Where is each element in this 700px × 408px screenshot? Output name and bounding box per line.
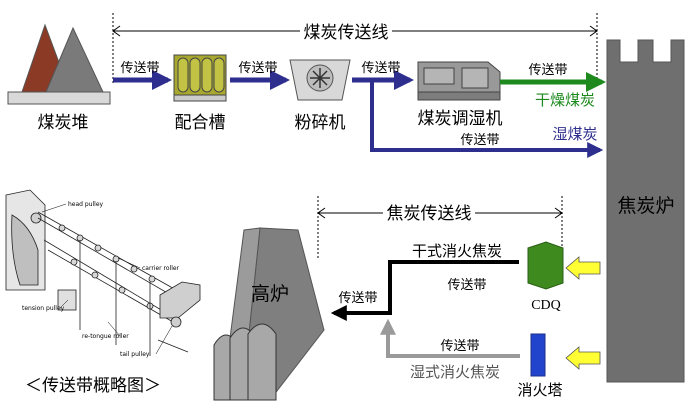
oven-feed-arrow-tower (565, 346, 601, 370)
coke-oven-label: 焦炭炉 (617, 195, 674, 217)
blast-furnace-icon (213, 227, 325, 401)
schematic-label-carrier-roller: carrier roller (142, 265, 180, 272)
schematic-label-tail-pulley: tail pulley (120, 351, 150, 358)
crusher-icon (289, 59, 351, 101)
oven-feed-arrow-cdq (565, 256, 601, 280)
dry-quench-label: 干式消火焦炭 (412, 242, 502, 260)
conveyor-label-2: 传送带 (238, 61, 277, 76)
conveyor-label-wet: 传送带 (460, 133, 499, 148)
wet-coal-label: 湿煤炭 (552, 125, 597, 143)
dry-quench-arrow (330, 260, 519, 321)
wet-quench-label: 湿式消火焦炭 (410, 363, 500, 381)
humidity-controller-icon (417, 61, 501, 101)
conveyor-schematic (5, 189, 201, 356)
blending-tank-icon (173, 54, 227, 102)
coal-pile-icon (7, 23, 111, 105)
conveyor-label-furnace: 传送带 (338, 291, 377, 306)
humidity-controller-label: 煤炭调湿机 (418, 109, 503, 129)
blending-tank-label: 配合槽 (175, 113, 226, 133)
conveyor-label-1: 传送带 (120, 61, 159, 76)
quench-tower-icon (530, 333, 546, 377)
schematic-label-head-pulley: head pulley (68, 201, 104, 208)
coke-oven-icon (606, 39, 685, 383)
schematic-caption: ＜传送带概略图＞ (25, 376, 161, 396)
dry-coal-label: 干燥煤炭 (535, 91, 595, 109)
wet-coal-arrow (370, 80, 604, 158)
conveyor-label-dry: 传送带 (528, 63, 567, 78)
coke-line-title: 焦炭传送线 (387, 204, 472, 224)
coal-pile-label: 煤炭堆 (38, 113, 89, 133)
crusher-label: 粉碎机 (295, 113, 346, 133)
conveyor-label-wet-quench: 传送带 (440, 339, 479, 354)
coal-line-title: 煤炭传送线 (304, 23, 389, 43)
conveyor-label-3: 传送带 (361, 61, 400, 76)
cdq-icon (527, 241, 564, 290)
schematic-leader-lines (41, 203, 173, 355)
cdq-label: CDQ (531, 298, 561, 313)
conveyor-label-dry-quench: 传送带 (447, 278, 486, 293)
schematic-label-tension-pulley: tension pulley (22, 305, 65, 312)
blast-furnace-label: 高炉 (251, 283, 289, 305)
schematic-label-return-roller: re-tongue roller (82, 333, 129, 340)
quench-tower-label: 消火塔 (517, 381, 562, 399)
wet-quench-arrow (380, 318, 520, 358)
